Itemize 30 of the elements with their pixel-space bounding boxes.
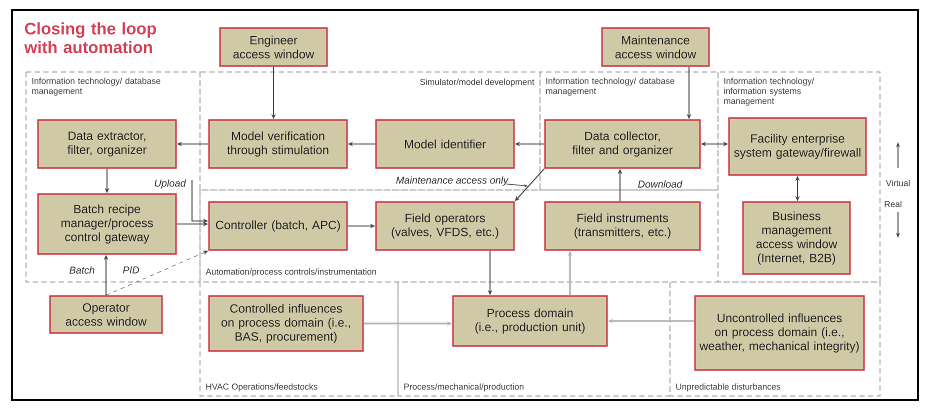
region-label: Unpredictable disturbances (676, 383, 780, 392)
process-box: Controlled influences on process domain (i.e., BAS, procurement) (208, 295, 364, 352)
edge-label: Maintenance access only (394, 175, 510, 187)
process-box: Business management access window (Internet, B2B) (742, 201, 851, 275)
region-label: Process/mechanical/production (404, 383, 524, 392)
process-box: Process domain (i.e., production unit) (452, 295, 608, 347)
process-box: Data extractor, filter, organizer (37, 119, 177, 169)
process-box: Model identifier (375, 119, 515, 169)
region-label: Virtual (886, 180, 910, 186)
region-label: HVAC Operations/feedstocks (206, 383, 318, 392)
edge-label: PID (121, 265, 141, 275)
region-label: Automation/process controls/instrumentation (206, 268, 376, 276)
process-box: Data collector, filter and organizer (544, 119, 701, 169)
process-box: Model verification through stimulation (208, 119, 348, 169)
process-box: Engineer access window (219, 27, 328, 67)
edge-label: Upload (152, 178, 188, 190)
region-label: Information technology/ database management (32, 78, 160, 96)
process-box: Facility enterprise system gateway/firewall (728, 117, 867, 176)
process-box: Batch recipe manager/process control gateway (37, 193, 177, 255)
process-box: Operator access window (49, 295, 163, 334)
process-box: Field instruments (transmitters, etc.) (544, 201, 701, 251)
region-label: Information technology/ database management (546, 78, 674, 96)
process-box: Field operators (valves, VFDS, etc.) (375, 201, 515, 251)
process-box: Maintenance access window (601, 27, 710, 67)
process-box: Controller (batch, APC) (208, 201, 348, 251)
title: Closing the loop with automation (24, 22, 156, 54)
region-label: Information technology/ information systems management (724, 78, 814, 106)
process-box: Uncontrolled influences on process domain (i.e., weather, mechanical integrity) (694, 295, 865, 371)
region-label: Simulator/model development (420, 78, 534, 87)
region-label: Real (884, 200, 902, 208)
